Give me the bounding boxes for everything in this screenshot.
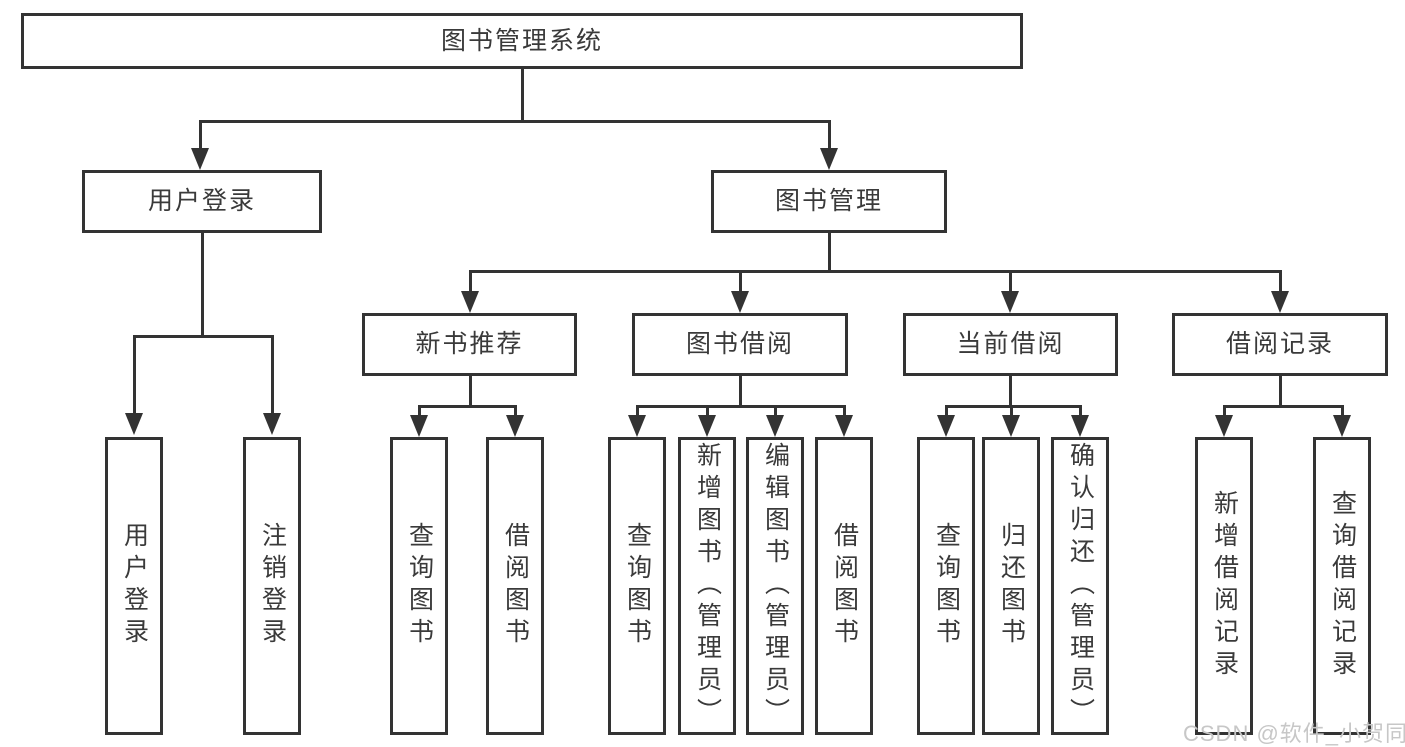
arrow-down-icon	[698, 415, 716, 437]
leaf-label: 查询借阅记录	[1328, 490, 1357, 682]
arrow-down-icon	[937, 415, 955, 437]
arrow-down-icon	[835, 415, 853, 437]
node-label: 新书推荐	[415, 330, 524, 358]
arrow-down-icon	[410, 415, 428, 437]
connector-line-h	[199, 120, 831, 123]
connector-line-v	[514, 405, 517, 418]
node-book-borrowing: 图书借阅	[632, 313, 848, 376]
connector-line-v	[636, 405, 639, 418]
node-book-management: 图书管理	[711, 170, 947, 233]
arrow-down-icon	[731, 291, 749, 313]
connector-line-v	[1009, 376, 1012, 408]
leaf-records-add-record: 新增借阅记录	[1195, 437, 1253, 735]
arrow-down-icon	[263, 413, 281, 435]
node-label: 图书借阅	[685, 330, 794, 358]
connector-line-v	[1279, 376, 1282, 408]
arrow-down-icon	[1333, 415, 1351, 437]
leaf-label: 新增借阅记录	[1210, 490, 1239, 682]
leaf-borrowing-add-books-admin: 新增图书（管理员）	[678, 437, 736, 735]
leaf-label: 注销登录	[258, 522, 287, 650]
connector-line-v	[271, 335, 274, 415]
connector-line-v	[199, 120, 202, 150]
leaf-borrowing-edit-books-admin: 编辑图书（管理员）	[746, 437, 804, 735]
leaf-current-query-books: 查询图书	[917, 437, 975, 735]
arrow-down-icon	[125, 413, 143, 435]
arrow-down-icon	[1215, 415, 1233, 437]
connector-line-v	[828, 120, 831, 150]
leaf-label: 编辑图书（管理员）	[761, 442, 790, 730]
arrow-down-icon	[506, 415, 524, 437]
connector-line-v	[1009, 270, 1012, 294]
arrow-down-icon	[1002, 415, 1020, 437]
connector-line-h	[418, 405, 516, 408]
leaf-logout: 注销登录	[243, 437, 301, 735]
node-new-book-recommend: 新书推荐	[362, 313, 577, 376]
leaf-label: 查询图书	[623, 522, 652, 650]
connector-line-h	[636, 405, 845, 408]
leaf-current-confirm-return-admin: 确认归还（管理员）	[1051, 437, 1109, 735]
arrow-down-icon	[1271, 291, 1289, 313]
connector-line-v	[1341, 405, 1344, 418]
arrow-down-icon	[1001, 291, 1019, 313]
leaf-records-query-record: 查询借阅记录	[1313, 437, 1371, 735]
leaf-label: 确认归还（管理员）	[1066, 442, 1095, 730]
connector-line-h	[133, 335, 274, 338]
leaf-label: 借阅图书	[501, 522, 530, 650]
arrow-down-icon	[1071, 415, 1089, 437]
connector-line-v	[828, 233, 831, 273]
node-user-login: 用户登录	[82, 170, 322, 233]
connector-line-v	[945, 405, 948, 418]
connector-line-v	[133, 335, 136, 415]
connector-line-h	[1223, 405, 1343, 408]
node-label: 图书管理	[774, 187, 883, 215]
connector-line-v	[1223, 405, 1226, 418]
leaf-label: 查询图书	[932, 522, 961, 650]
connector-line-v	[1010, 405, 1013, 418]
connector-line-v	[1079, 405, 1082, 418]
arrow-down-icon	[191, 148, 209, 170]
leaf-label: 归还图书	[997, 522, 1026, 650]
arrow-down-icon	[628, 415, 646, 437]
node-label: 当前借阅	[956, 330, 1065, 358]
leaf-recommend-borrow-books: 借阅图书	[486, 437, 544, 735]
connector-line-v	[418, 405, 421, 418]
leaf-borrowing-borrow-books: 借阅图书	[815, 437, 873, 735]
connector-line-v	[739, 270, 742, 294]
connector-line-v	[739, 376, 742, 408]
arrow-down-icon	[766, 415, 784, 437]
connector-line-v	[706, 405, 709, 418]
connector-line-v	[469, 270, 472, 294]
csdn-watermark: CSDN @软件_小贺同学	[1183, 721, 1405, 746]
arrow-down-icon	[820, 148, 838, 170]
connector-line-h	[469, 270, 1282, 273]
leaf-label: 新增图书（管理员）	[693, 442, 722, 730]
leaf-label: 查询图书	[405, 522, 434, 650]
leaf-label: 借阅图书	[830, 522, 859, 650]
arrow-down-icon	[461, 291, 479, 313]
connector-line-v	[774, 405, 777, 418]
node-borrowing-records: 借阅记录	[1172, 313, 1388, 376]
connector-line-v	[521, 69, 524, 123]
node-label: 借阅记录	[1225, 330, 1334, 358]
leaf-borrowing-query-books: 查询图书	[608, 437, 666, 735]
node-label: 用户登录	[147, 187, 256, 215]
connector-line-h	[945, 405, 1081, 408]
leaf-user-login: 用户登录	[105, 437, 163, 735]
node-current-borrowing: 当前借阅	[903, 313, 1118, 376]
node-label: 图书管理系统	[440, 26, 603, 55]
connector-line-v	[201, 233, 204, 338]
connector-line-v	[843, 405, 846, 418]
connector-line-v	[469, 376, 472, 408]
node-library-management-system: 图书管理系统	[21, 13, 1023, 69]
leaf-label: 用户登录	[120, 522, 149, 650]
leaf-current-return-books: 归还图书	[982, 437, 1040, 735]
connector-line-v	[1279, 270, 1282, 294]
leaf-recommend-query-books: 查询图书	[390, 437, 448, 735]
